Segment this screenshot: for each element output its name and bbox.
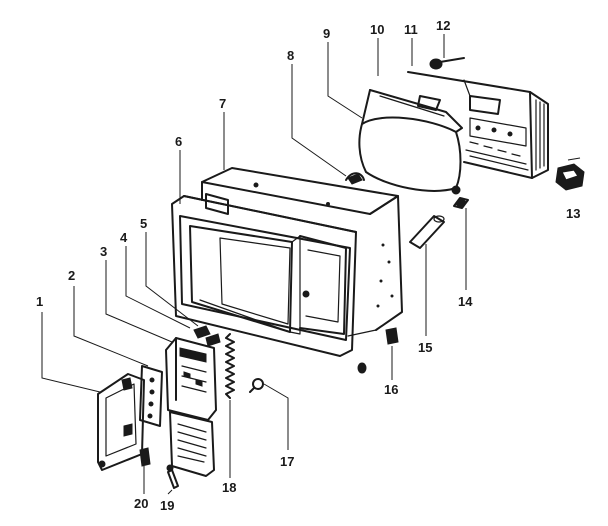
callout-16: 16 — [384, 382, 398, 397]
callout-7: 7 — [219, 96, 226, 111]
part-9-picture-tube — [358, 89, 463, 195]
callout-17: 17 — [280, 454, 294, 469]
callout-20: 20 — [134, 496, 148, 511]
part-17-knob — [249, 378, 264, 393]
part-18-spring — [225, 333, 235, 399]
part-14-bolt — [453, 197, 469, 209]
callout-8: 8 — [287, 48, 294, 63]
callout-5: 5 — [140, 216, 147, 231]
callout-6: 6 — [175, 134, 182, 149]
leader-lines — [41, 34, 467, 495]
callout-1: 1 — [36, 294, 43, 309]
part-3-control-panel — [165, 337, 217, 477]
callout-12: 12 — [436, 18, 450, 33]
part-16-grommet — [385, 327, 399, 345]
callout-2: 2 — [68, 268, 75, 283]
callout-3: 3 — [100, 244, 107, 259]
part-15-cylinder — [409, 215, 445, 249]
part-8-clip — [345, 172, 365, 185]
callout-4: 4 — [120, 230, 128, 245]
callout-9: 9 — [323, 26, 330, 41]
callout-15: 15 — [418, 340, 432, 355]
part-2-terminal-strip — [139, 365, 163, 427]
callout-18: 18 — [222, 480, 236, 495]
part-20-bushing — [139, 447, 151, 467]
part-6-front-bezel — [171, 195, 357, 357]
part-nut — [357, 362, 367, 374]
callout-13: 13 — [566, 206, 580, 221]
part-1-bracket — [97, 373, 145, 471]
callout-labels: 1 2 3 4 5 6 7 8 9 10 11 12 13 14 15 16 1… — [36, 18, 580, 513]
callout-14: 14 — [458, 294, 473, 309]
part-19-pin — [166, 464, 179, 489]
part-13-connector — [555, 157, 585, 191]
part-10-11-chassis — [407, 71, 549, 179]
part-7-cabinet-housing — [201, 167, 403, 337]
callout-19: 19 — [160, 498, 174, 513]
callout-10: 10 — [370, 22, 384, 37]
callout-11: 11 — [404, 22, 418, 37]
part-5-buttons — [193, 325, 221, 347]
part-12-knob — [429, 57, 465, 70]
